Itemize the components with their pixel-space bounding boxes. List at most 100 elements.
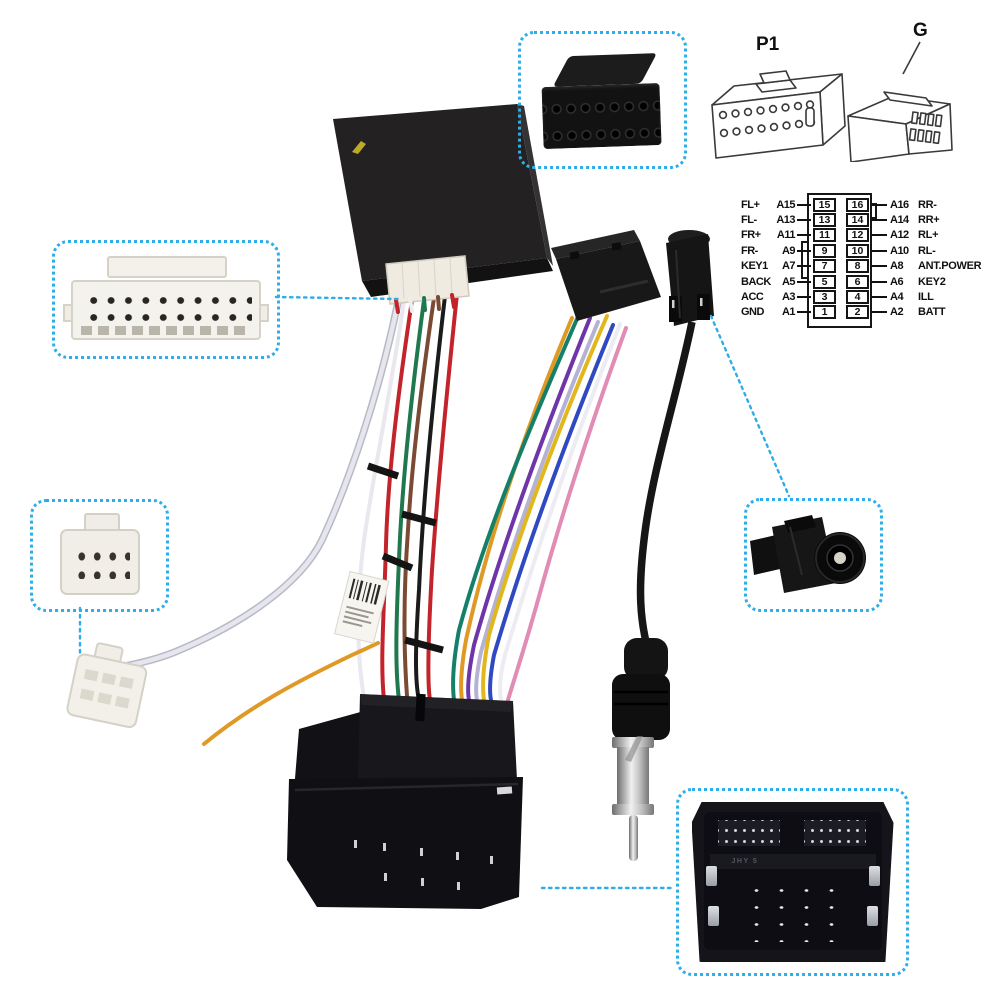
connector-tabs (81, 325, 251, 335)
callout-20pin-connector (52, 240, 280, 359)
fakra-connector-photo (636, 230, 714, 651)
antenna-cable (636, 321, 696, 651)
pin-number-box: 8 (846, 259, 869, 274)
pin-number-box: 10 (846, 243, 869, 258)
pin-hole-grid (80, 287, 252, 321)
pin-code-right: A10 (890, 244, 909, 257)
pin-function-left: ACC (741, 291, 764, 304)
pin-function-right: RL+ (918, 229, 939, 242)
connector-line-drawings: P1 G (711, 20, 953, 162)
pin-number-box: 4 (846, 290, 869, 305)
pin-number-box: 11 (813, 228, 836, 243)
pin-number-box: 2 (846, 305, 869, 320)
metal-clip (707, 906, 719, 926)
pin-number-box: 3 (813, 290, 836, 305)
pin-block-left (717, 820, 780, 846)
pinout-row: FL- A13 13 14 A14 RR+ (741, 212, 997, 228)
pin-function-right: BATT (918, 306, 946, 319)
pin-function-right: ILL (918, 291, 934, 304)
white-cable (106, 298, 402, 673)
zip-ties (366, 462, 444, 654)
pin-number-box: 15 (813, 197, 836, 212)
iso-connector-photo (551, 230, 661, 321)
fakra-drawing (750, 514, 866, 593)
pin-function-left: KEY1 (741, 260, 768, 273)
pin-number-box: 7 (813, 259, 836, 274)
connector-body (71, 279, 261, 340)
metal-clip (868, 866, 880, 886)
pin-leader-line (871, 280, 887, 283)
pin-leader-line (871, 265, 887, 268)
pin-code-left: A15 (776, 198, 795, 211)
pin-code-left: A5 (781, 275, 796, 288)
harness-wires-right-bundle (451, 310, 628, 702)
pin-field (735, 876, 852, 942)
pin-leader-line (797, 234, 811, 237)
pin-leader-line (797, 249, 811, 252)
pin-number-box: 16 (846, 197, 869, 212)
pin-code-left: A7 (781, 260, 796, 273)
callout-8pin-connector (30, 499, 169, 612)
pin-function-left: FR- (741, 244, 758, 257)
pin-block-right (803, 820, 866, 846)
metal-clip (705, 866, 717, 886)
pinout-row: FR- A9 9 10 A10 RL- (741, 243, 997, 258)
pin-leader-line (871, 219, 887, 222)
pin-hole-grid (541, 83, 662, 150)
pin-code-left: A1 (781, 306, 796, 319)
molded-text: JHY 5 (709, 854, 876, 869)
mini-connector-photo (66, 642, 148, 729)
pin-number-box: 13 (813, 213, 836, 228)
canbus-box-photo (333, 104, 553, 314)
pin-number-box: 12 (846, 228, 869, 243)
pin-code-left: A3 (781, 291, 796, 304)
pin-function-left: FL+ (741, 198, 760, 211)
pin-code-right: A2 (890, 306, 904, 319)
pin-number-box: 5 (813, 274, 836, 289)
pin-code-left: A13 (776, 214, 795, 227)
antenna-din-plug (612, 638, 670, 861)
metal-clip (866, 906, 878, 926)
pin-hole-grid (69, 542, 130, 579)
pin-number-box: 1 (813, 305, 836, 320)
pin-code-left: A11 (776, 229, 796, 242)
pin-leader-line (797, 219, 811, 222)
pin-leader-line (871, 249, 887, 252)
quadlock-face-drawing: JHY 5 (691, 802, 894, 962)
pin-function-left: GND (741, 306, 764, 319)
pin-function-right: RL- (918, 244, 936, 257)
pin-leader-line (797, 296, 811, 299)
callout-leader-lines (78, 295, 791, 890)
pin-leader-line (797, 280, 811, 283)
pin-leader-line (871, 311, 887, 314)
pin-code-left: A9 (781, 244, 796, 257)
pin-leader-line (871, 234, 887, 237)
pin-number-box: 14 (846, 213, 869, 228)
pin-code-right: A6 (890, 275, 904, 288)
box-plug (385, 255, 470, 305)
pin-function-right: RR+ (918, 214, 940, 227)
harness-wires-left-bundle (356, 292, 459, 702)
pin-code-right: A16 (890, 198, 909, 211)
pin-leader-line (797, 265, 811, 268)
p1-connector-drawing (711, 70, 846, 159)
g-label: G (913, 20, 928, 41)
pin-code-right: A14 (890, 214, 909, 227)
g-connector-drawing (847, 41, 953, 162)
wire-label (333, 570, 390, 644)
pin-function-left: FL- (741, 214, 757, 227)
pin-number-box: 6 (846, 274, 869, 289)
connector-16pin-drawing (540, 51, 665, 150)
connector-handle (107, 255, 227, 278)
pin-function-right: KEY2 (918, 275, 946, 288)
pin-number-box: 9 (813, 243, 836, 258)
pin-function-left: FR+ (741, 229, 761, 242)
